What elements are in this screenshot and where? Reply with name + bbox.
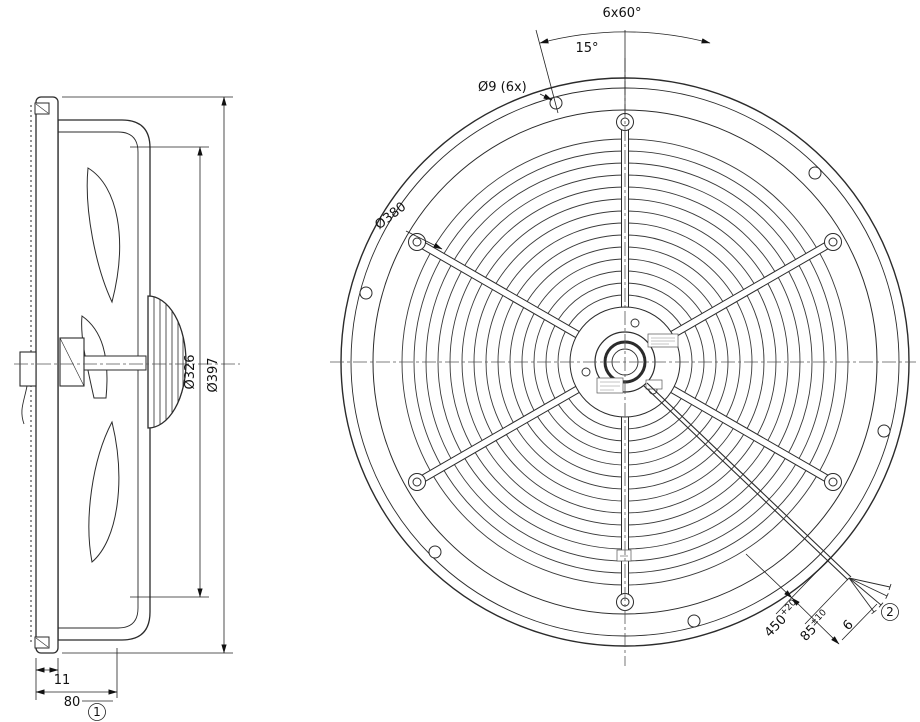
position-marker-1: 1 <box>82 700 113 721</box>
shaft <box>83 355 147 371</box>
position-marker-2: 2 <box>881 603 899 621</box>
fan-blade-top <box>86 167 121 304</box>
motor-screw <box>581 367 591 377</box>
power-cable <box>643 382 892 615</box>
mounting-flange <box>35 96 59 654</box>
lead-length-label: 85±10 <box>797 608 833 645</box>
cable-dimensions: 450+20 85±10 6 <box>745 553 878 645</box>
marker-circle <box>88 703 106 721</box>
cable-wires <box>848 577 892 615</box>
spacing-arc <box>539 31 711 44</box>
marker-2-label: 2 <box>886 605 894 619</box>
motor-screw <box>630 318 640 328</box>
leader-line <box>405 230 443 250</box>
motor-fins <box>153 297 184 427</box>
ext-line <box>775 557 831 615</box>
spoke-screws <box>408 113 842 611</box>
guard-clip-detail <box>616 549 632 562</box>
marker-1-label: 1 <box>93 705 101 719</box>
dim-fan-diameter-label: Ø326 <box>183 354 198 389</box>
ext-line <box>841 603 878 641</box>
hole-diameter-callout: Ø9 (6x) <box>478 80 553 101</box>
bolt-circle-callout: Ø380 <box>372 200 443 250</box>
dim-line <box>791 597 840 645</box>
motor-body <box>147 295 187 429</box>
hole-spacing-angle-label: 6x60° <box>602 6 641 21</box>
flange-mounting-holes <box>359 96 891 628</box>
flange-screw-top-mark <box>35 103 49 114</box>
hole-diameter-label: Ø9 (6x) <box>478 80 527 95</box>
lead-length-tolerance: ±10 <box>809 608 830 629</box>
marker-circle <box>881 603 899 621</box>
hole-angle-construction: 15° 6x60° <box>535 6 711 115</box>
flange-screw-bottom-mark <box>35 637 49 648</box>
dim-outer-diameter-label: Ø397 <box>206 357 221 392</box>
fan-blade-bottom <box>88 420 120 563</box>
hub-detail-line <box>59 337 85 387</box>
dim-outer-diameter: Ø397 <box>62 96 233 654</box>
front-view <box>330 58 916 666</box>
dim-flange-depth-label: 11 <box>54 673 71 688</box>
terminal-box <box>19 351 37 387</box>
dim-depths: 11 80 <box>35 648 118 710</box>
dim-total-depth-label: 80 <box>64 695 81 710</box>
dim-fan-diameter: Ø326 <box>130 146 209 598</box>
housing-inner-wall <box>58 131 139 629</box>
dim-line <box>745 553 793 599</box>
terminal-lead-wire <box>21 385 28 425</box>
leader-line <box>539 93 553 101</box>
rating-label-plates <box>596 333 679 394</box>
cable-length-tolerance: +20 <box>778 598 799 619</box>
side-view <box>14 96 240 654</box>
side-view-dimensions: Ø397 Ø326 11 80 1 <box>35 96 233 721</box>
bolt-circle-label: Ø380 <box>372 200 409 233</box>
offset-ref-line <box>535 29 559 114</box>
hole-offset-angle-label: 15° <box>575 41 598 56</box>
strip-length-label: 6 <box>840 617 857 633</box>
